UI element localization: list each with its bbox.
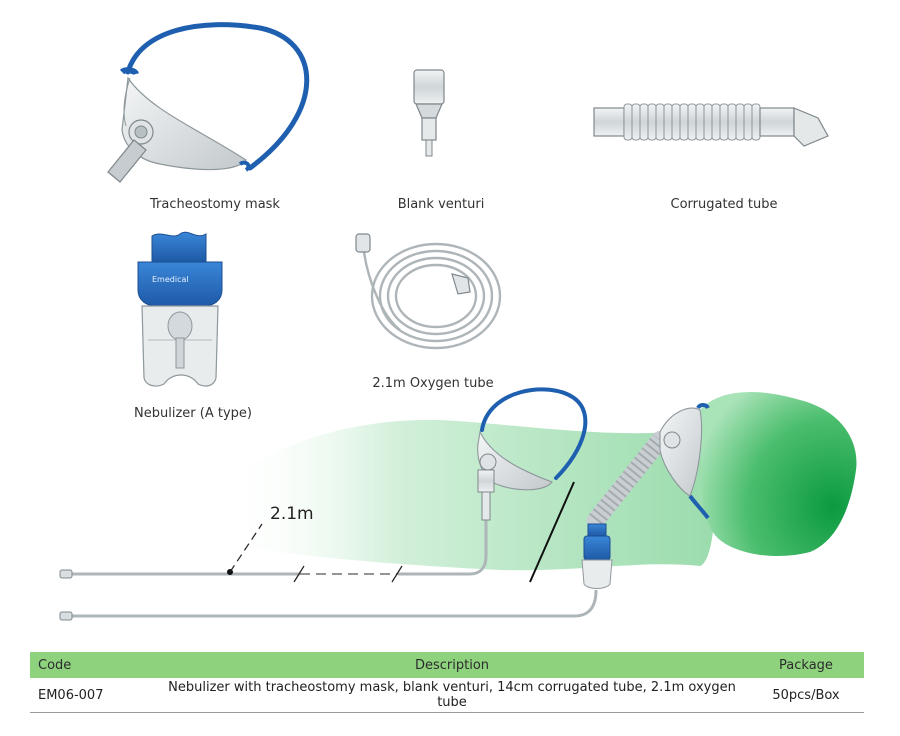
blank-venturi-image <box>413 69 445 157</box>
tracheostomy-mask-image <box>107 22 310 183</box>
cell-description: Nebulizer with tracheostomy mask, blank … <box>156 678 748 713</box>
caption-corrugated-tube: Corrugated tube <box>670 197 778 212</box>
header-package: Package <box>779 657 833 673</box>
caption-oxygen-tube: 2.1m Oxygen tube <box>372 376 494 391</box>
cell-code: EM06-007 <box>30 678 156 713</box>
nebulizer-image: Emedical <box>137 231 223 387</box>
caption-nebulizer: Nebulizer (A type) <box>134 406 252 421</box>
table-header-row: Code Description Package <box>30 652 864 678</box>
caption-tracheostomy-mask: Tracheostomy mask <box>150 197 280 212</box>
header-description: Description <box>414 657 490 673</box>
assembly-lines <box>59 481 598 621</box>
table-row: EM06-007 Nebulizer with tracheostomy mas… <box>30 678 864 713</box>
assembled-nebulizer-setup <box>581 403 710 589</box>
cell-package: 50pcs/Box <box>748 678 864 713</box>
nebulizer-brand-text: Emedical <box>152 275 189 284</box>
corrugated-tube-image <box>593 103 829 147</box>
product-spec-table: Code Description Package EM06-007 Nebuli… <box>30 652 864 713</box>
caption-blank-venturi: Blank venturi <box>397 197 485 212</box>
oxygen-tube-coil-image <box>355 233 502 350</box>
header-code: Code <box>38 657 72 673</box>
assembled-trach-mask <box>477 387 588 521</box>
tube-length-label: 2.1m <box>270 504 314 524</box>
